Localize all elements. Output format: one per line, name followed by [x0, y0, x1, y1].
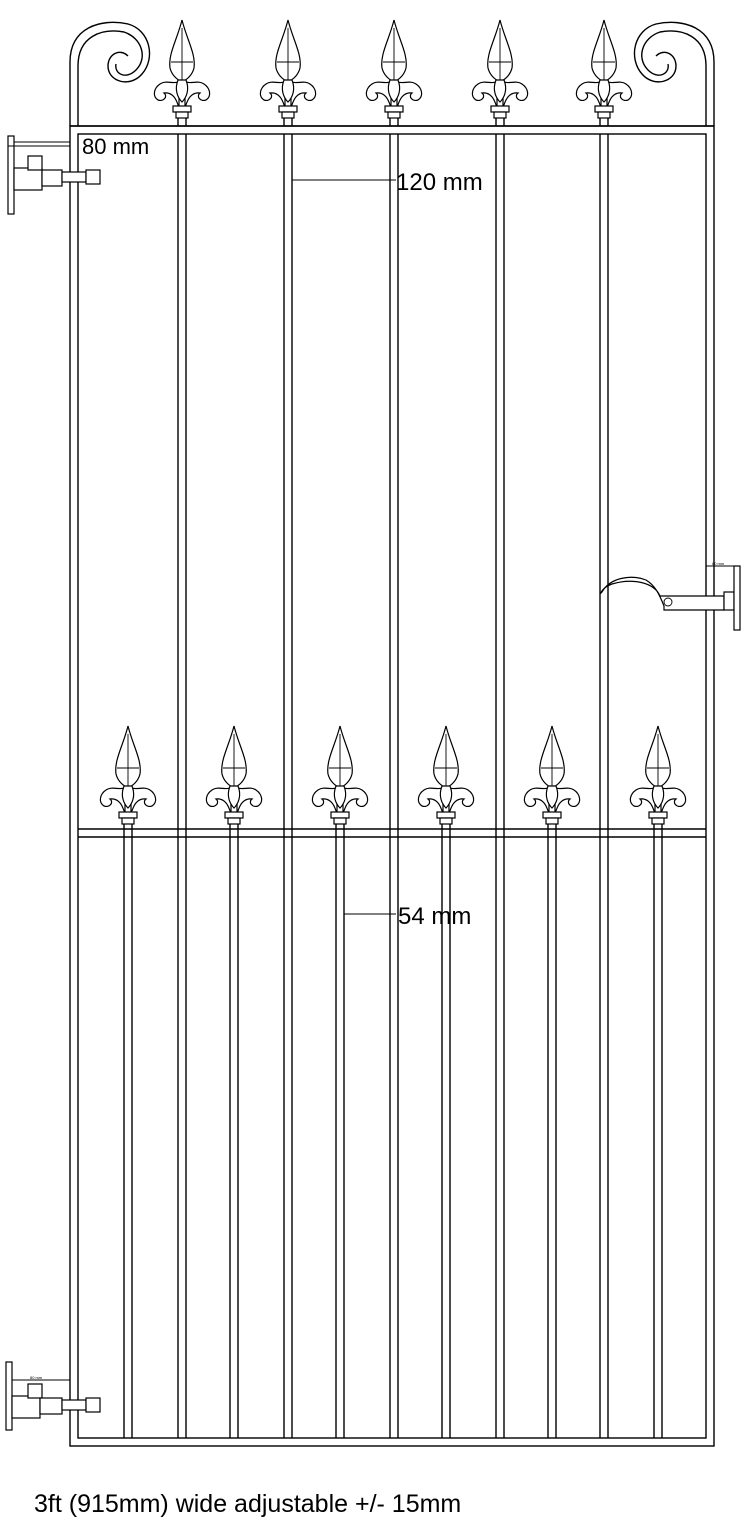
lower-bar [229, 824, 239, 1438]
lower-bars [123, 824, 663, 1438]
gate-latch [599, 565, 741, 631]
main-bar [177, 134, 187, 1438]
dim-label-hinge-small: 80 mm [30, 1375, 43, 1380]
lower-bar [441, 824, 451, 1438]
dim-label-post-gap: 80 mm [82, 134, 149, 159]
finial-mid [417, 725, 475, 825]
lower-bar [335, 824, 345, 1438]
finial-mid [629, 725, 687, 825]
finial-top [575, 19, 633, 119]
main-bar [599, 134, 609, 1438]
main-bars [177, 134, 609, 1438]
main-bar [283, 134, 293, 1438]
caption: 3ft (915mm) wide adjustable +/- 15mm [34, 1490, 461, 1518]
top-hinge [7, 135, 101, 215]
dim-label-latch-small: 80 mm [712, 561, 725, 566]
finial-top [153, 19, 211, 119]
dimension-lines [8, 145, 396, 915]
mid-finials [99, 725, 687, 825]
finial-top [259, 19, 317, 119]
dim-label-top-spacing: 120 mm [396, 169, 483, 196]
lower-bar [123, 824, 133, 1438]
main-bar [495, 134, 505, 1438]
finial-top [471, 19, 529, 119]
finial-mid [205, 725, 263, 825]
finial-mid [523, 725, 581, 825]
main-bar [389, 134, 399, 1438]
gate-frame [69, 125, 715, 1447]
bottom-hinge [5, 1361, 101, 1431]
finial-top [365, 19, 423, 119]
finial-mid [311, 725, 369, 825]
dim-label-bottom-spacing: 54 mm [398, 903, 471, 930]
top-finials [153, 19, 633, 126]
finial-mid [99, 725, 157, 825]
lower-bar [547, 824, 557, 1438]
lower-bar [653, 824, 663, 1438]
